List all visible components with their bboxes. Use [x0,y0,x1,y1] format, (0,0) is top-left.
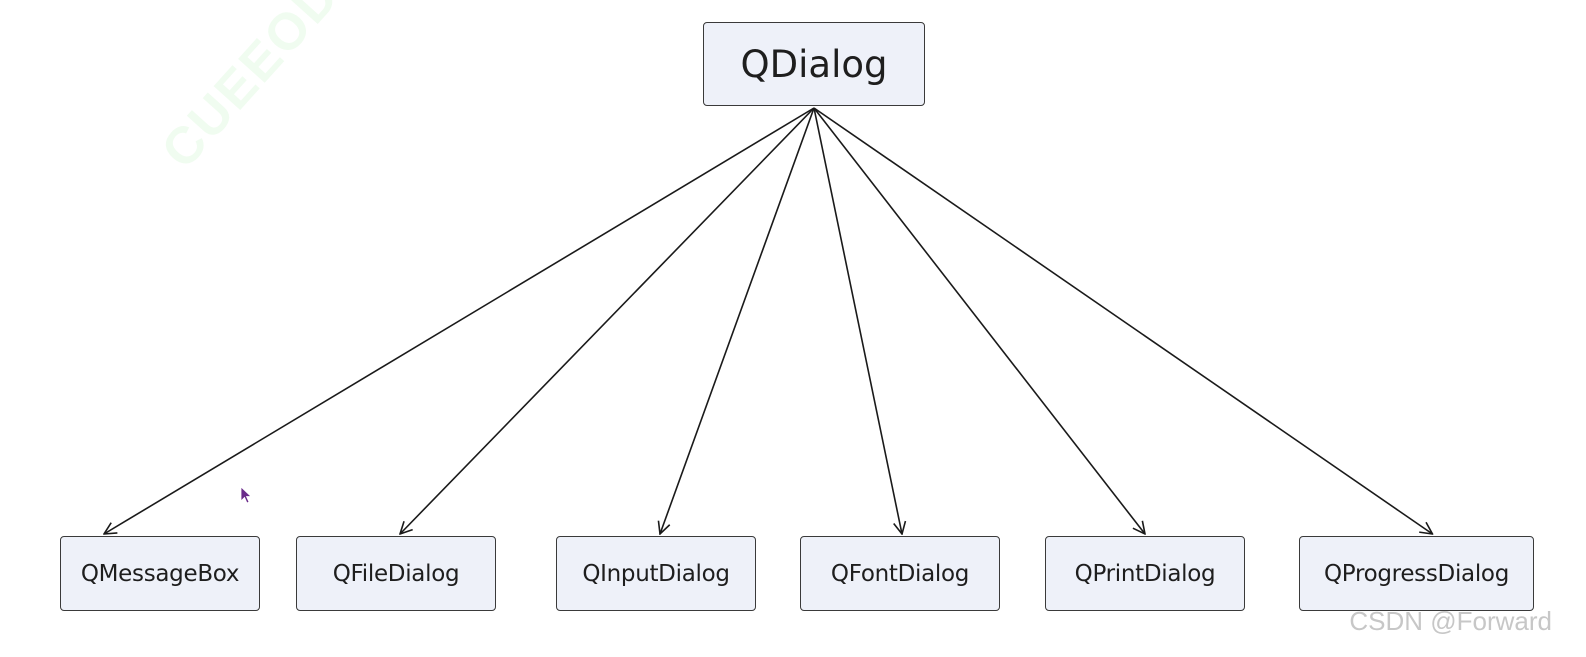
edge-qdialog-to-qprintdialog [813,107,1145,534]
node-qfiledialog[interactable]: QFileDialog [296,536,496,611]
node-qprintdialog[interactable]: QPrintDialog [1045,536,1245,611]
node-qdialog[interactable]: QDialog [703,22,925,106]
node-qmessagebox[interactable]: QMessageBox [60,536,260,611]
edge-qdialog-to-qinputdialog [660,107,815,534]
edge-qdialog-to-qfiledialog [400,107,815,534]
node-qprogressdialog[interactable]: QProgressDialog [1299,536,1534,611]
node-qinputdialog[interactable]: QInputDialog [556,536,756,611]
mouse-cursor-icon [240,486,253,504]
node-qfontdialog[interactable]: QFontDialog [800,536,1000,611]
csdn-watermark: CSDN @Forward [1349,606,1552,636]
edge-qdialog-to-qmessagebox [104,107,815,534]
edge-qdialog-to-qfontdialog [813,107,902,534]
edge-qdialog-to-qprogressdialog [813,107,1433,534]
